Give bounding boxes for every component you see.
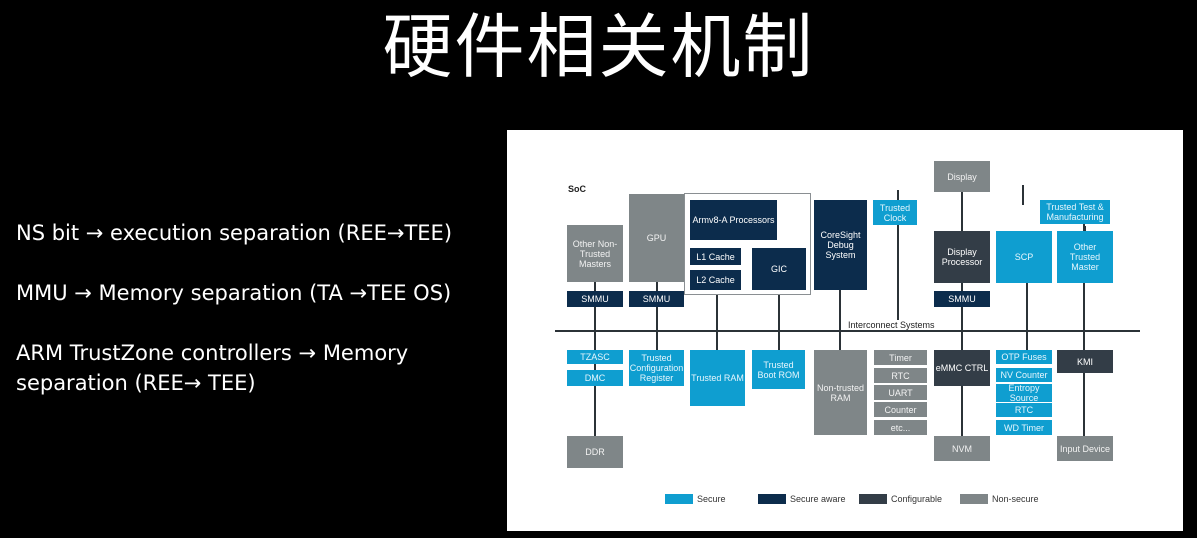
connector — [839, 290, 841, 350]
wd-timer-block: WD Timer — [996, 420, 1052, 435]
tzasc-block: TZASC — [567, 350, 623, 364]
display-block: Display — [934, 161, 990, 192]
interconnect-bus — [555, 330, 1140, 332]
otp-fuses-block: OTP Fuses — [996, 350, 1052, 364]
interconnect-label: Interconnect Systems — [848, 320, 935, 330]
bullet-list: NS bit → execution separation (REE→TEE) … — [16, 218, 476, 428]
bullet-trustzone: ARM TrustZone controllers → Memory separ… — [16, 341, 409, 395]
legend-label-configurable: Configurable — [891, 494, 943, 504]
legend-label-non-secure: Non-secure — [992, 494, 1039, 504]
armv8-processors-block: Armv8-A Processors — [690, 200, 777, 240]
connector — [716, 280, 718, 350]
nv-counter-block: NV Counter — [996, 368, 1052, 382]
rtc-block: RTC — [874, 368, 927, 383]
legend-swatch-non-secure — [960, 494, 988, 504]
connector — [1022, 185, 1024, 205]
smmu-block: SMMU — [629, 291, 684, 307]
slide-title: 硬件相关机制 — [382, 6, 815, 88]
l2-cache-block: L2 Cache — [690, 270, 741, 290]
counter-block: Counter — [874, 402, 927, 417]
legend-label-secure: Secure — [697, 494, 726, 504]
timer-block: Timer — [874, 350, 927, 365]
soc-label: SoC — [568, 184, 586, 194]
connector — [961, 377, 963, 437]
trusted-test-block: Trusted Test & Manufacturing — [1040, 200, 1110, 224]
connector — [1026, 280, 1028, 350]
coresight-block: CoreSight Debug System — [814, 200, 867, 290]
soc-diagram: Interconnect Systems SoC Display Trusted… — [507, 130, 1183, 531]
nvm-block: NVM — [934, 436, 990, 461]
legend-swatch-configurable — [859, 494, 887, 504]
connector — [897, 190, 899, 320]
l1-cache-block: L1 Cache — [690, 248, 741, 265]
trusted-clock-block: Trusted Clock — [873, 200, 917, 225]
gpu-block: GPU — [629, 194, 684, 282]
trusted-boot-rom-block: Trusted Boot ROM — [752, 350, 805, 389]
input-device-block: Input Device — [1057, 436, 1113, 461]
connector — [1083, 370, 1085, 440]
bullet-mmu: MMU → Memory separation (TA →TEE OS) — [16, 281, 452, 305]
ddr-block: DDR — [567, 436, 623, 468]
etc-block: etc... — [874, 420, 927, 435]
emmc-ctrl-block: eMMC CTRL — [934, 350, 990, 386]
smmu-block: SMMU — [567, 291, 623, 307]
legend-label-secure-aware: Secure aware — [790, 494, 846, 504]
connector — [1083, 280, 1085, 350]
kmi-block: KMI — [1057, 350, 1113, 373]
legend-swatch-secure — [665, 494, 693, 504]
dmc-block: DMC — [567, 370, 623, 386]
scp-block: SCP — [996, 231, 1052, 283]
bullet-ns-bit: NS bit → execution separation (REE→TEE) — [16, 221, 453, 245]
uart-block: UART — [874, 385, 927, 400]
connector — [778, 290, 780, 350]
other-nontrusted-masters-block: Other Non-Trusted Masters — [567, 225, 623, 282]
gic-block: GIC — [752, 248, 806, 290]
nontrusted-ram-block: Non-trusted RAM — [814, 350, 867, 435]
other-trusted-master-block: Other Trusted Master — [1057, 231, 1113, 283]
entropy-source-block: Entropy Source — [996, 383, 1052, 403]
display-processor-block: Display Processor — [934, 231, 990, 283]
legend-swatch-secure-aware — [758, 494, 786, 504]
trusted-config-register-block: Trusted Configuration Register — [629, 350, 684, 386]
trusted-ram-block: Trusted RAM — [690, 350, 745, 406]
rtc-secure-block: RTC — [996, 403, 1052, 417]
smmu-block: SMMU — [934, 291, 990, 307]
connector — [656, 280, 658, 350]
